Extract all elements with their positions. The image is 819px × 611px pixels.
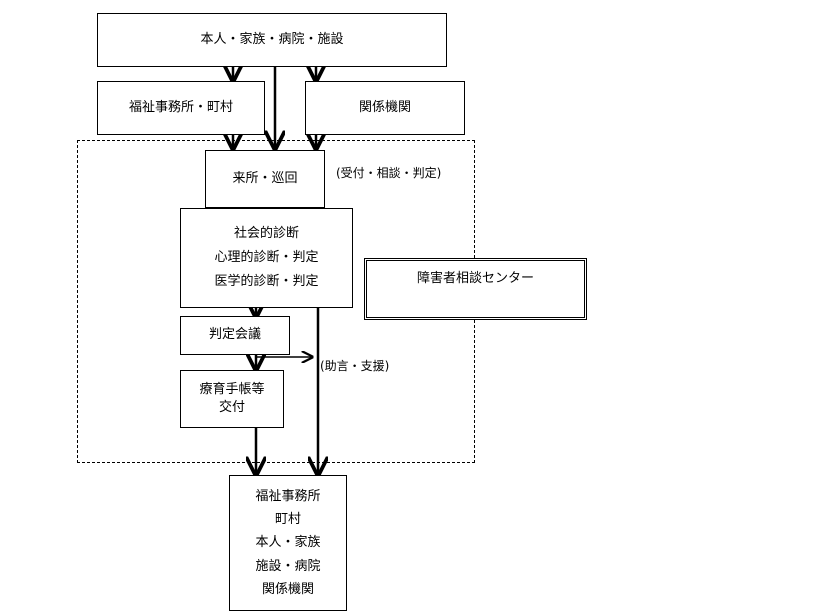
- visit-box: 来所・巡回: [205, 150, 325, 208]
- visit-label: 来所・巡回: [232, 170, 298, 186]
- outcome-box: 福祉事務所 町村 本人・家族 施設・病院 関係機関: [229, 475, 347, 611]
- intake-note: (受付・相談・判定): [336, 166, 442, 180]
- related-agencies-box: 関係機関: [305, 81, 465, 135]
- welfare-office-town-box: 福祉事務所・町村: [97, 81, 265, 135]
- handbook-line-2: 交付: [218, 400, 245, 415]
- diagnosis-line-3: 医学的診断・判定: [214, 274, 319, 290]
- judgment-meeting-label: 判定会議: [208, 327, 261, 343]
- judgment-meeting-box: 判定会議: [180, 316, 290, 355]
- advice-note: (助言・支援): [320, 359, 390, 373]
- welfare-office-town-label: 福祉事務所・町村: [128, 99, 233, 115]
- diagnosis-line-2: 心理的診断・判定: [214, 249, 319, 265]
- outcome-line-2: 町村: [274, 511, 301, 527]
- handbook-issue-box: 療育手帳等 交付: [180, 370, 284, 428]
- handbook-line-1: 療育手帳等: [199, 381, 265, 397]
- center-label: 障害者相談センター: [416, 271, 534, 286]
- outcome-line-3: 本人・家族: [255, 535, 321, 551]
- related-agencies-label: 関係機関: [358, 99, 411, 115]
- diagnosis-box: 社会的診断 心理的診断・判定 医学的診断・判定: [180, 208, 353, 308]
- applicants-box: 本人・家族・病院・施設: [97, 13, 447, 67]
- outcome-line-4: 施設・病院: [255, 558, 321, 574]
- outcome-line-1: 福祉事務所: [255, 488, 321, 504]
- diagnosis-line-1: 社会的診断: [233, 225, 299, 241]
- center-box: 障害者相談センター: [364, 258, 587, 320]
- applicants-label: 本人・家族・病院・施設: [200, 31, 344, 47]
- outcome-line-5: 関係機関: [261, 582, 314, 598]
